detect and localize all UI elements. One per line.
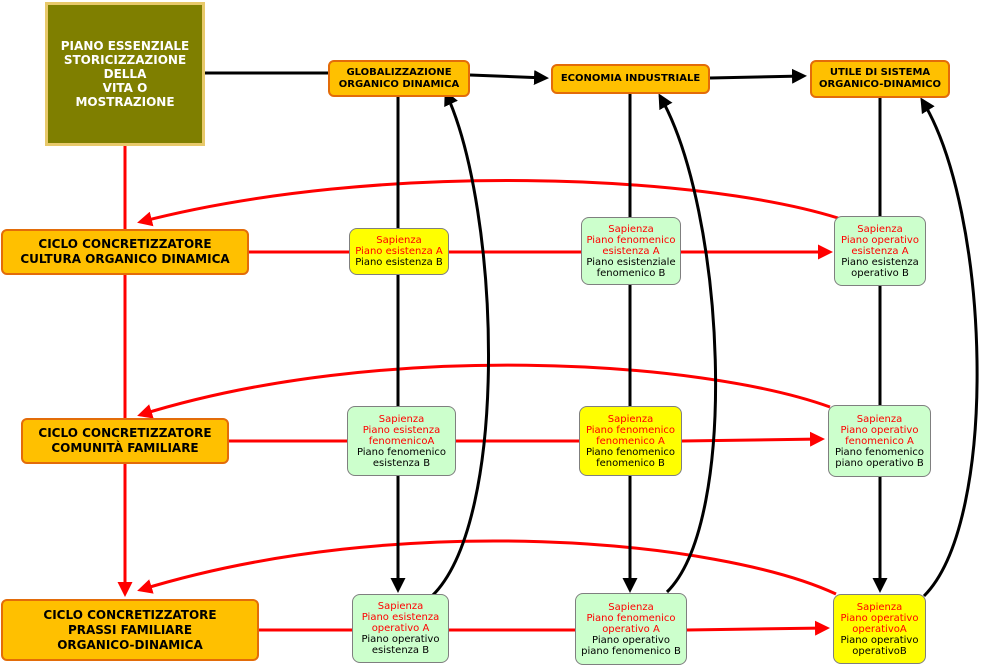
root-line: PIANO ESSENZIALE <box>60 39 190 53</box>
root-line: MOSTRAZIONE <box>75 95 175 109</box>
top-node-economia-industriale: ECONOMIA INDUSTRIALE <box>551 64 710 94</box>
red-text: Sapienza <box>377 601 424 612</box>
cycle-node-comunita: CICLO CONCRETIZZATORE COMUNITÀ FAMILIARE <box>21 418 229 464</box>
sapienza-box-r1c3: Sapienza Piano operativo esistenza A Pia… <box>834 216 926 286</box>
return-curve-row1 <box>137 179 839 227</box>
black-text: fenomenico B <box>596 267 666 279</box>
node-label: ORGANICO-DINAMICO <box>818 79 942 90</box>
sapienza-box-r1c2: Sapienza Piano fenomenico esistenza A Pi… <box>581 217 681 285</box>
red-text: Sapienza <box>608 223 654 235</box>
up-curve-col2 <box>658 93 718 594</box>
black-text: Piano esistenziale <box>586 256 676 268</box>
root-line: VITA O <box>102 81 148 95</box>
black-text: Piano operativo <box>361 634 440 645</box>
black-text: esistenza B <box>371 645 430 656</box>
black-text: Piano operativo <box>592 634 670 646</box>
return-curve-row3 <box>137 539 837 596</box>
node-label: CICLO CONCRETIZZATORE <box>38 237 212 251</box>
node-label: CULTURA ORGANICO DINAMICA <box>20 252 230 266</box>
arrow-row3-c <box>686 620 830 636</box>
black-text: piano fenomenico B <box>581 645 681 657</box>
red-text: operativo A <box>602 623 660 635</box>
red-text: operativo A <box>371 623 430 634</box>
sapienza-box-r3c1: Sapienza Piano esistenza operativo A Pia… <box>352 594 449 663</box>
root-line: STORICIZZAZIONE <box>63 53 187 67</box>
black-text: Piano operativo <box>840 634 919 646</box>
black-text: Piano fenomenico <box>834 446 925 458</box>
sapienza-box-r3c3: Sapienza Piano operativo operativoA Pian… <box>833 594 926 664</box>
cycle-node-cultura: CICLO CONCRETIZZATORE CULTURA ORGANICO D… <box>1 229 249 275</box>
red-text: Piano fenomenico <box>585 424 676 436</box>
red-text: Piano esistenza A <box>355 246 443 257</box>
arrow-row2-c <box>681 431 825 447</box>
black-text: operativoB <box>852 645 907 657</box>
node-label: ORGANICO-DINAMICA <box>57 637 203 652</box>
red-text: Piano fenomenico <box>586 612 676 624</box>
red-text: Piano esistenza <box>362 424 441 436</box>
root-node-piano-essenziale: PIANO ESSENZIALE STORICIZZAZIONE DELLA V… <box>45 2 205 146</box>
node-label: ECONOMIA INDUSTRIALE <box>560 73 701 84</box>
root-line: DELLA <box>103 67 147 81</box>
return-curve-row2 <box>137 363 831 419</box>
red-text: Sapienza <box>857 223 903 235</box>
node-label: CICLO CONCRETIZZATORE <box>38 426 212 440</box>
red-text: Sapienza <box>856 413 903 425</box>
red-text: Sapienza <box>856 601 903 613</box>
cycle-node-prassi: CICLO CONCRETIZZATORE PRASSI FAMILIARE O… <box>1 599 259 661</box>
red-text: operativoA <box>852 623 907 635</box>
sapienza-box-r2c3: Sapienza Piano operativo fenomenico A Pi… <box>828 405 931 477</box>
top-node-utile-di-sistema: UTILE DI SISTEMA ORGANICO-DINAMICO <box>810 60 950 98</box>
red-text: Sapienza <box>607 413 654 425</box>
red-text: Piano operativo <box>840 612 919 624</box>
black-text: operativo B <box>851 267 909 279</box>
black-text: Piano fenomenico <box>585 446 676 458</box>
sapienza-box-r2c1: Sapienza Piano esistenza fenomenicoA Pia… <box>347 406 456 476</box>
node-label: UTILE DI SISTEMA <box>829 67 931 78</box>
sapienza-box-r2c2: Sapienza Piano fenomenico fenomenico A P… <box>579 406 682 476</box>
top-node-globalizzazione: GLOBALIZZAZIONE ORGANICO DINAMICA <box>328 60 470 97</box>
red-text: esistenza A <box>851 245 909 257</box>
red-text: esistenza A <box>602 245 660 257</box>
node-label: PRASSI FAMILIARE <box>67 622 193 637</box>
red-text: Piano fenomenico <box>586 234 676 246</box>
red-text: Piano esistenza <box>361 612 440 623</box>
black-text: fenomenico B <box>596 457 665 469</box>
node-label: GLOBALIZZAZIONE <box>346 66 452 78</box>
arrow-economia-to-utile <box>709 68 807 84</box>
black-text: esistenza B <box>372 457 431 469</box>
sapienza-box-r1c1: Sapienza Piano esistenza A Piano esisten… <box>349 228 449 275</box>
sapienza-box-r3c2: Sapienza Piano fenomenico operativo A Pi… <box>575 593 687 665</box>
black-text: Piano fenomenico <box>356 446 447 458</box>
arrow-globalizzazione-to-economia <box>469 70 549 86</box>
red-text: fenomenico A <box>845 435 914 447</box>
black-text: Piano esistenza B <box>355 257 443 268</box>
node-label: COMUNITÀ FAMILIARE <box>51 441 199 455</box>
red-text: Sapienza <box>378 413 425 425</box>
up-curve-col3 <box>920 97 979 598</box>
red-text: Sapienza <box>376 235 422 246</box>
red-text: Piano operativo <box>841 234 919 246</box>
node-label: CICLO CONCRETIZZATORE <box>43 607 217 622</box>
red-text: Piano operativo <box>840 424 919 436</box>
black-text: Piano esistenza <box>841 256 919 268</box>
up-curve-col1 <box>430 90 490 598</box>
red-text: fenomenico A <box>596 435 665 447</box>
node-label: ORGANICO DINAMICA <box>338 78 460 90</box>
red-text: fenomenicoA <box>368 435 435 447</box>
red-text: Sapienza <box>608 601 654 613</box>
black-text: piano operativo B <box>835 457 924 469</box>
